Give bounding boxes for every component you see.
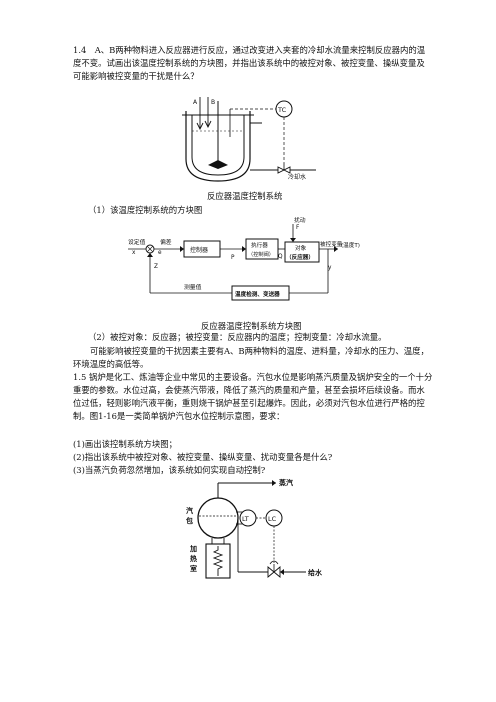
- answer-3-text: 可能影响被控变量的干扰因素主要有A、B两种物料的温度、进料量，冷却水的压力、温度…: [73, 346, 429, 369]
- output-temp: (温度T): [341, 241, 360, 249]
- feed-b-label: B: [211, 99, 215, 106]
- steam-label: 蒸汽: [279, 478, 293, 487]
- question-1-4-text: 1.4 A、B两种物料进入反应器进行反应，通过改变进入夹套的冷却水流量来控制反应…: [73, 45, 426, 81]
- controller-block: 控制器: [190, 246, 208, 254]
- heater-label-2: 热: [190, 554, 197, 563]
- output-y: y: [328, 265, 332, 271]
- requirement-2: (2)指出该系统中被控对象、被控变量、操纵变量、扰动变量各是什么?: [73, 452, 333, 462]
- disturbance-f: F: [296, 225, 299, 231]
- cooling-water-label: 冷却水: [288, 173, 306, 181]
- answer-2-text: （2）被控对象：反应器；被控变量：反应器内的温度；控制变量：冷却水流量。: [88, 332, 387, 342]
- feed-water-label: 给水: [308, 568, 323, 577]
- heater-label-3: 室: [190, 564, 197, 573]
- answer-1-heading: （1）该温度控制系统的方块图: [88, 205, 203, 215]
- lt-label: LT: [242, 515, 249, 523]
- measured-label: 测量值: [184, 283, 202, 291]
- error-label: 偏差: [160, 238, 172, 246]
- signal-q: Q: [278, 254, 283, 260]
- disturbance-label: 扰动: [294, 216, 306, 224]
- reactor-caption: 反应器温度控制系统: [207, 191, 283, 201]
- feedback-z: Z: [154, 264, 158, 270]
- drum-label-1: 汽: [186, 506, 193, 515]
- error-e: e: [158, 250, 162, 256]
- block-diagram: 扰动 F 设定值 x 偏差 e 控制器 P 执行器 （控制阀） Q 对象 （反应…: [128, 216, 360, 301]
- requirement-1: (1)画出该控制系统方块图；: [73, 439, 177, 449]
- heater-label-1: 加: [189, 544, 197, 553]
- actuator-block-line1: 执行器: [251, 241, 268, 249]
- requirement-3: (3)当蒸汽负荷忽然增加，该系统如何实现自动控制?: [73, 465, 266, 475]
- setpoint-label: 设定值: [128, 238, 146, 246]
- plant-block-line2: （反应器）: [286, 253, 314, 261]
- actuator-block-line2: （控制阀）: [248, 250, 274, 258]
- output-label: 被控变量: [320, 240, 343, 248]
- question-1-5-text: 1.5 锅炉是化工、炼油等企业中常见的主要设备。汽包水位是影响蒸汽质量及锅炉安全…: [73, 372, 433, 421]
- boiler-drum-diagram: 蒸汽 汽 包 LT LC 加 热 室 给水: [186, 478, 323, 579]
- lc-label: LC: [268, 515, 277, 523]
- drum-label-2: 包: [186, 516, 193, 525]
- block-diagram-caption: 反应器温度控制系统方块图: [201, 321, 302, 331]
- tc-label: TC: [277, 106, 287, 114]
- signal-p: P: [231, 255, 235, 261]
- sensor-block: 温度检测、变送器: [235, 290, 280, 298]
- feed-a-label: A: [193, 99, 198, 106]
- setpoint-x: x: [132, 250, 136, 256]
- reactor-diagram: A B TC 冷却水: [182, 97, 316, 182]
- plant-block-line1: 对象: [295, 244, 307, 252]
